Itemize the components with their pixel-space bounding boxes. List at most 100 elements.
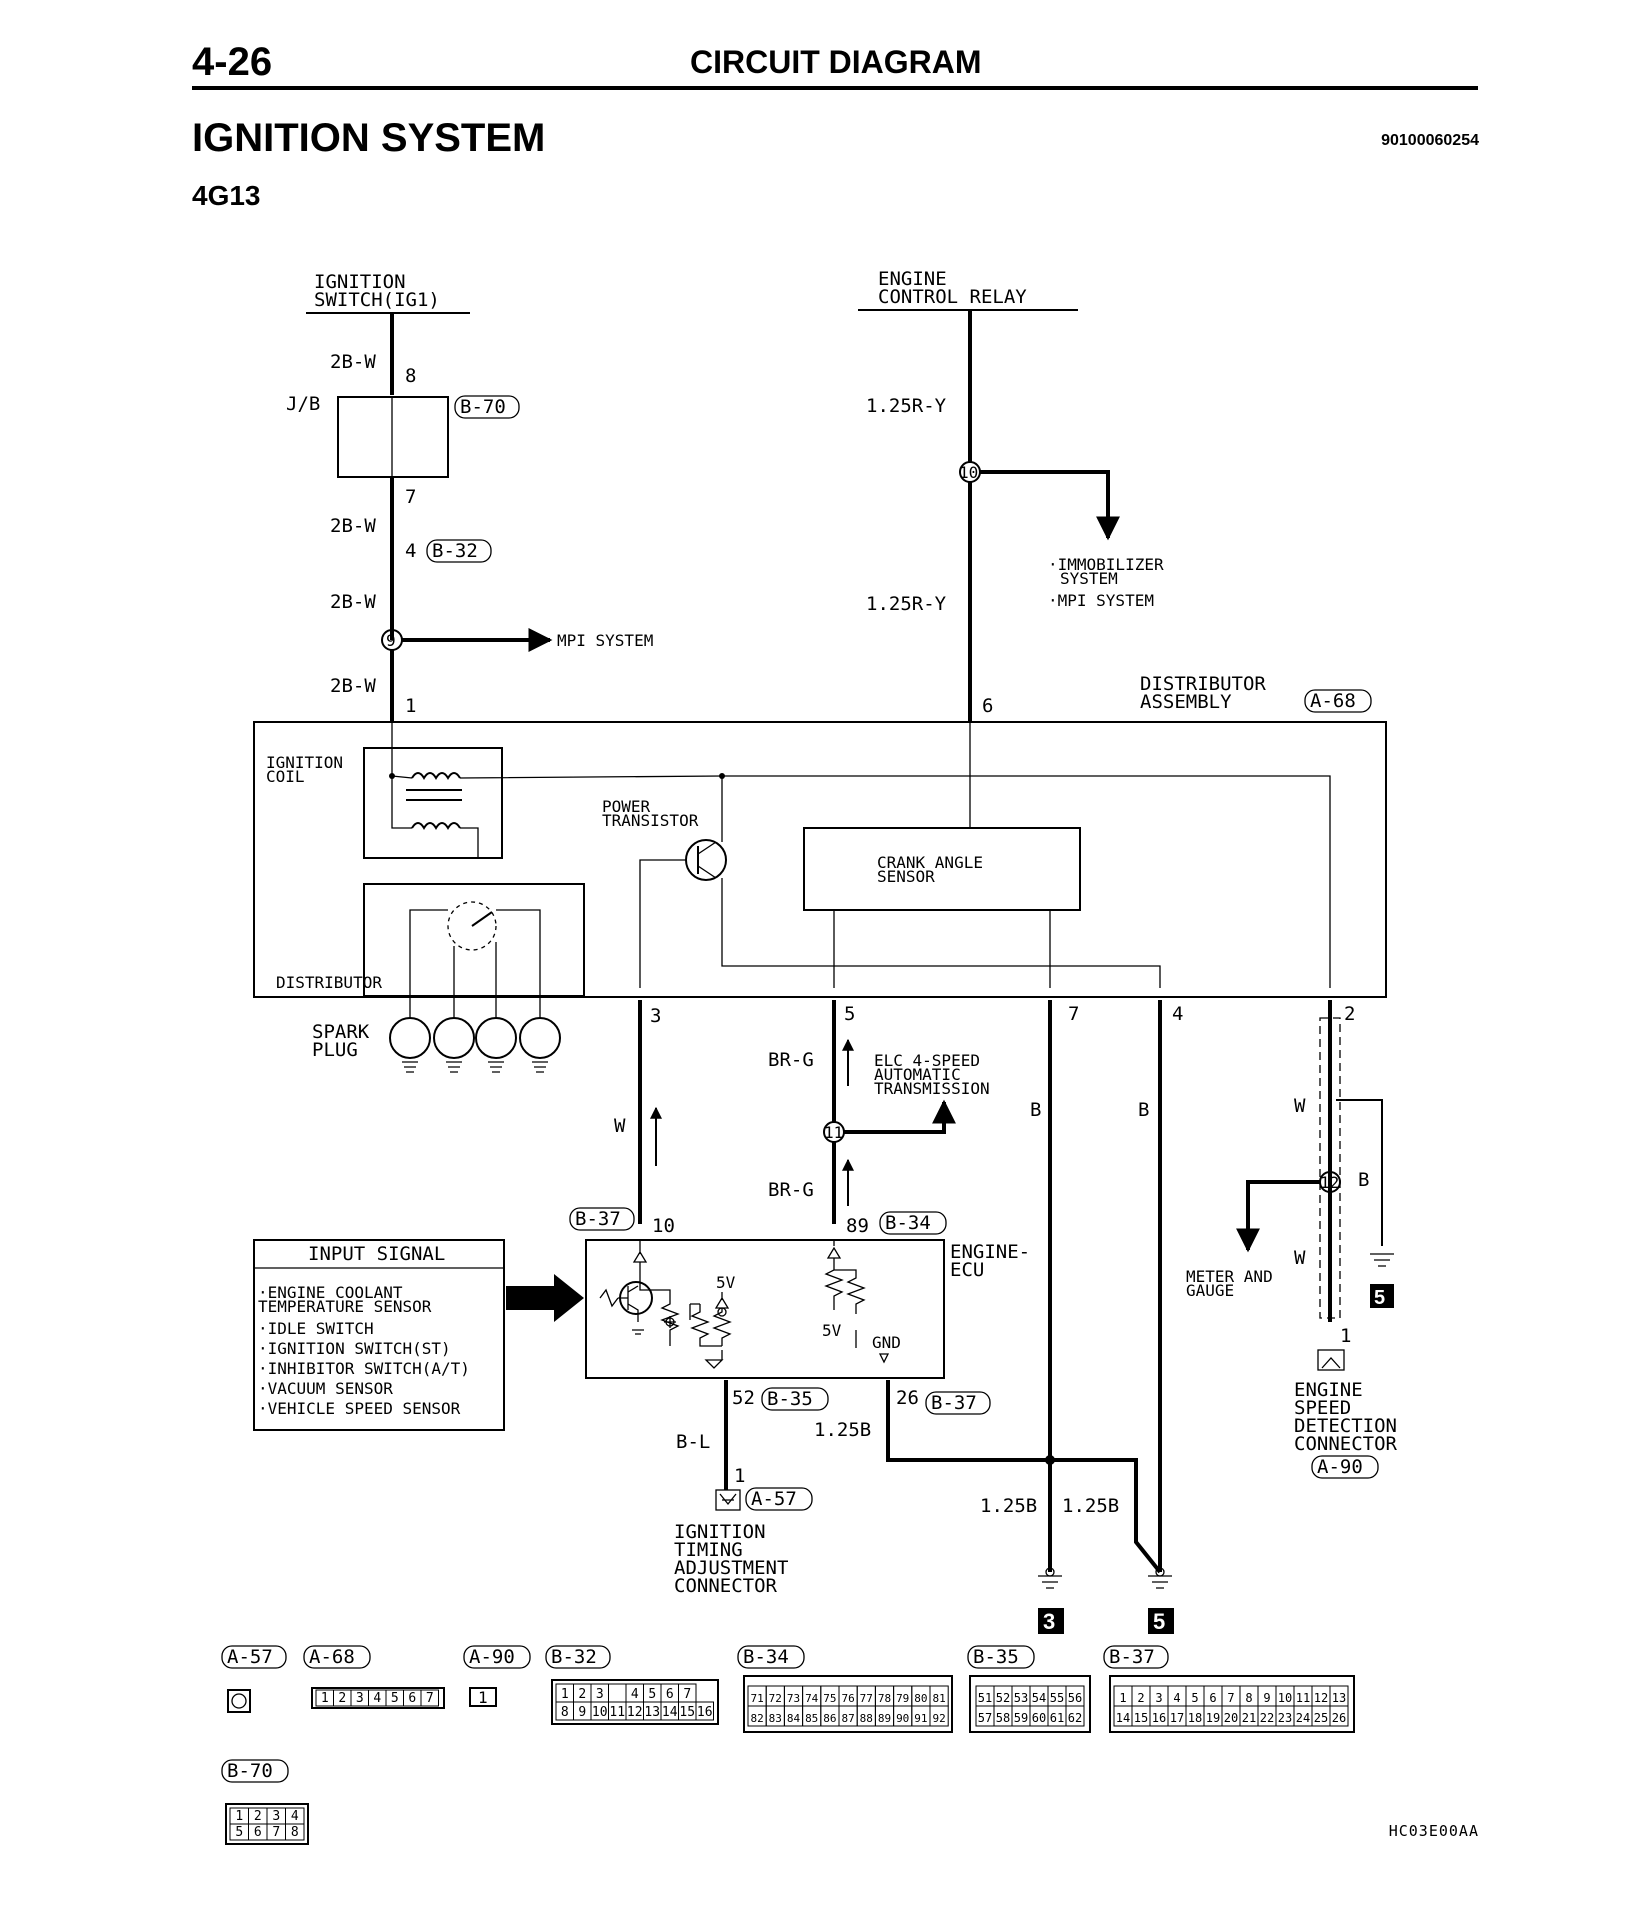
wire-to-immobilizer — [980, 470, 1120, 541]
connector-pin-label: 5 — [391, 1691, 399, 1706]
svg-text:A-57: A-57 — [751, 1488, 797, 1510]
svg-text:B-35: B-35 — [767, 1388, 813, 1410]
connector-pin-label: 12 — [1314, 1691, 1328, 1705]
connector-pin-cell — [1329, 1705, 1349, 1727]
connector-pin-cell — [695, 1701, 714, 1721]
wire-label-b-2: B — [1138, 1099, 1149, 1121]
engine-ecu: ENGINE- ECU 5V 5V GND — [585, 1239, 1030, 1379]
engine-code: 4G13 — [192, 180, 261, 211]
connector-pin-label: 54 — [1032, 1691, 1046, 1705]
svg-text:ADJUSTMENT: ADJUSTMENT — [674, 1557, 788, 1579]
connector-pin-label: 77 — [860, 1692, 873, 1705]
svg-text:·MPI SYSTEM: ·MPI SYSTEM — [1048, 591, 1154, 610]
svg-text:A-68: A-68 — [309, 1646, 355, 1668]
connector-pin-label: 57 — [978, 1711, 992, 1725]
connector-pin-label: 4 — [291, 1809, 299, 1824]
svg-text:·VACUUM SENSOR: ·VACUUM SENSOR — [258, 1379, 393, 1398]
svg-text:IGNITION: IGNITION — [674, 1521, 766, 1543]
connector-pin-label: 56 — [1068, 1691, 1082, 1705]
pin-jb-8: 8 — [405, 365, 416, 387]
wire-label-2bw-2: 2B-W — [330, 515, 376, 537]
distributor-rotor: DISTRIBUTOR — [276, 883, 585, 1018]
connector-pin-label: 58 — [996, 1711, 1010, 1725]
connector-pin-label: 80 — [914, 1692, 927, 1705]
svg-text:5: 5 — [1153, 1609, 1165, 1634]
connector-label-b70: B-70 — [454, 395, 520, 419]
header-rule — [192, 86, 1478, 90]
connector-pin-label: 1 — [321, 1691, 329, 1706]
wire-label-2bw-4: 2B-W — [330, 675, 376, 697]
pin-a68-6: 6 — [982, 695, 993, 717]
svg-text:SPEED: SPEED — [1294, 1397, 1351, 1419]
spark-plugs: SPARK PLUG — [312, 1017, 561, 1073]
svg-text:B-32: B-32 — [551, 1646, 597, 1668]
wire-label-125b-1: 1.25B — [814, 1419, 871, 1441]
svg-text:SENSOR: SENSOR — [877, 867, 935, 886]
svg-text:COIL: COIL — [266, 767, 305, 786]
connector-pin-label: 90 — [896, 1712, 909, 1725]
page-number: 4-26 — [192, 40, 273, 84]
connector-pin-label: 19 — [1206, 1711, 1220, 1725]
wire-label-brg-2: BR-G — [768, 1179, 814, 1201]
wire-125b-ecu — [886, 1380, 1162, 1574]
connector-pin-label: 14 — [662, 1705, 678, 1720]
pin-b35-52: 52 — [732, 1387, 755, 1409]
connector-pin-label: 10 — [1278, 1691, 1292, 1705]
connector-pin-label: 51 — [978, 1691, 992, 1705]
connector-pin-label: 62 — [1068, 1711, 1082, 1725]
wire-label-125ry-2: 1.25R-Y — [866, 593, 947, 615]
wire-to-elc — [844, 1099, 956, 1134]
connector-pin-label: 84 — [787, 1712, 801, 1725]
pin-b37-10: 10 — [652, 1215, 675, 1237]
connector-pin-label: 24 — [1296, 1711, 1310, 1725]
svg-text:3: 3 — [1043, 1609, 1055, 1634]
connector-pin-label: 86 — [823, 1712, 836, 1725]
svg-text:CONTROL RELAY: CONTROL RELAY — [878, 286, 1027, 308]
pin-jb-7: 7 — [405, 486, 416, 508]
distributor-assembly: DISTRIBUTOR ASSEMBLY A-68 — [253, 673, 1387, 998]
junction-block: J/B — [286, 393, 449, 478]
svg-text:·ENGINE COOLANT: ·ENGINE COOLANT — [258, 1283, 403, 1302]
connector-pin-label: 88 — [860, 1712, 873, 1725]
legend-a57: A-57 — [221, 1645, 287, 1713]
svg-text:B-37: B-37 — [575, 1208, 621, 1230]
connector-label-b37-top: B-37 — [569, 1207, 635, 1231]
svg-text:5V: 5V — [822, 1321, 842, 1340]
svg-text:·IDLE SWITCH: ·IDLE SWITCH — [258, 1319, 374, 1338]
connector-pin-label: 74 — [805, 1692, 819, 1705]
connector-pin-label: 15 — [1134, 1711, 1148, 1725]
wire-label-125b-3: 1.25B — [1062, 1495, 1119, 1517]
connector-pin-label: 59 — [1014, 1711, 1028, 1725]
wire-to-meter — [1236, 1180, 1320, 1253]
pin-a68-7: 7 — [1068, 1003, 1079, 1025]
svg-text:TRANSISTOR: TRANSISTOR — [602, 811, 699, 830]
immobilizer-mpi-label: ·IMMOBILIZER SYSTEM ·MPI SYSTEM — [1048, 555, 1164, 610]
connector-pin-label: 1 — [235, 1809, 243, 1824]
svg-text:AUTOMATIC: AUTOMATIC — [874, 1065, 961, 1084]
connector-pin-label: 22 — [1260, 1711, 1274, 1725]
connector-pin-label: 81 — [932, 1692, 945, 1705]
svg-text:B-32: B-32 — [432, 540, 478, 562]
connector-label-b32: B-32 — [426, 539, 492, 563]
connector-pin-label: 11 — [609, 1705, 625, 1720]
connector-label-b37-bottom: B-37 — [925, 1391, 991, 1415]
pin-b32-4: 4 — [405, 540, 416, 562]
svg-text:10: 10 — [959, 463, 978, 482]
svg-text:B-35: B-35 — [973, 1646, 1019, 1668]
svg-text:ENGINE: ENGINE — [1294, 1379, 1363, 1401]
connector-pin-label: 60 — [1032, 1711, 1046, 1725]
connector-pin-label: 71 — [750, 1692, 763, 1705]
power-transistor: POWER TRANSISTOR — [602, 797, 727, 881]
pin-a68-4: 4 — [1172, 1003, 1183, 1025]
wire-shield-ground — [1336, 1099, 1383, 1246]
connector-pin-label: 23 — [1278, 1711, 1292, 1725]
connector-pin-label: 12 — [627, 1705, 643, 1720]
connector-pin-label: 13 — [644, 1705, 660, 1720]
svg-text:A-68: A-68 — [1310, 690, 1356, 712]
connector-pin-cell — [608, 1683, 627, 1703]
figure-code: HC03E00AA — [1388, 1822, 1479, 1840]
